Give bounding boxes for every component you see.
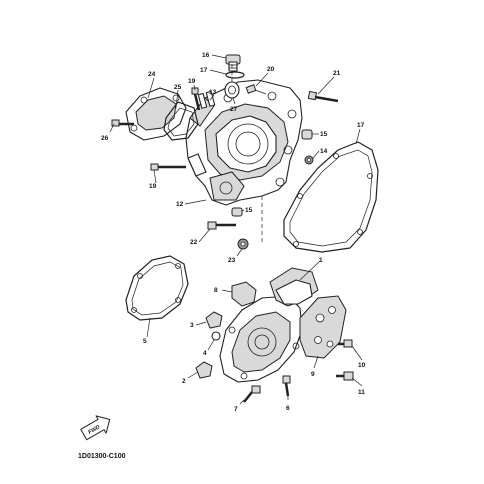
- callout-22: 22: [190, 239, 198, 246]
- seal-4-part: [211, 331, 221, 341]
- bolt-26-part: [111, 119, 134, 127]
- callout-8: 8: [214, 287, 218, 294]
- callout-19-upper: 19: [188, 78, 196, 85]
- fwd-arrow-icon: FWD: [80, 415, 111, 441]
- callout-21: 21: [333, 70, 341, 77]
- guide-plate-part: [269, 267, 319, 307]
- small-gasket-part: [163, 101, 199, 141]
- plug-2-part: [195, 361, 213, 379]
- callout-16: 17: [357, 122, 365, 129]
- callout-7: 7: [234, 406, 238, 413]
- small-cover-part: [125, 87, 187, 141]
- callout-1: 1: [319, 257, 323, 264]
- callout-15-upper: 15: [320, 131, 328, 138]
- drawing-code: 1D01300-C100: [78, 453, 126, 460]
- filler-cap-part: [225, 54, 241, 72]
- callout-17: 16: [202, 52, 210, 59]
- seal-23-part: [237, 238, 249, 250]
- lower-cover-part: [219, 295, 303, 383]
- bolt-11-part: [336, 371, 354, 381]
- bolt-10-part: [338, 339, 353, 348]
- oil-seal-part: [224, 81, 240, 99]
- callout-24: 24: [148, 71, 156, 78]
- callout-labels: 16 17 20 21 24 25 19 13 27 26 17 15 14 1…: [101, 52, 366, 413]
- leader-lines: [109, 54, 363, 405]
- callout-2: 2: [182, 378, 186, 385]
- callout-6: 6: [286, 405, 290, 412]
- washer-14-part: [304, 155, 314, 165]
- plug-15-lower-part: [231, 207, 243, 217]
- crankcase-cover-part: [185, 79, 303, 206]
- bracket-8-part: [231, 281, 257, 307]
- callout-26: 26: [101, 135, 109, 142]
- bolt-19-lower-part: [150, 163, 186, 171]
- lower-gasket-part: [125, 255, 189, 321]
- plug-15-upper-part: [301, 129, 313, 140]
- callout-12: 12: [176, 201, 184, 208]
- callout-15-lower: 15: [245, 207, 253, 214]
- bolt-7-part: [243, 385, 261, 403]
- callout-27: 27: [230, 106, 238, 113]
- cover-gasket-part: [283, 141, 379, 253]
- callout-25: 25: [174, 84, 182, 91]
- callout-5: 5: [143, 338, 147, 345]
- callout-23: 23: [228, 257, 236, 264]
- callout-9: 9: [311, 371, 315, 378]
- callout-18: 17: [200, 67, 208, 74]
- fwd-label: FWD: [87, 424, 101, 435]
- callout-19-lower: 19: [149, 183, 157, 190]
- bolt-6-part: [282, 375, 291, 397]
- plug-3-part: [205, 311, 223, 329]
- bolt-22-part: [207, 221, 236, 230]
- callout-3: 3: [190, 322, 194, 329]
- long-bolt-part: [307, 90, 339, 103]
- callout-14: 14: [320, 148, 328, 155]
- callout-4: 4: [203, 350, 207, 357]
- bolt-20-part: [245, 84, 267, 95]
- plate-9-part: [299, 295, 347, 359]
- callout-20: 20: [267, 66, 275, 73]
- o-ring-part: [225, 71, 245, 79]
- callout-11: 11: [358, 389, 365, 396]
- callout-13: 13: [209, 89, 217, 96]
- callout-10: 10: [358, 362, 366, 369]
- bolt-19-upper-part: [191, 87, 201, 111]
